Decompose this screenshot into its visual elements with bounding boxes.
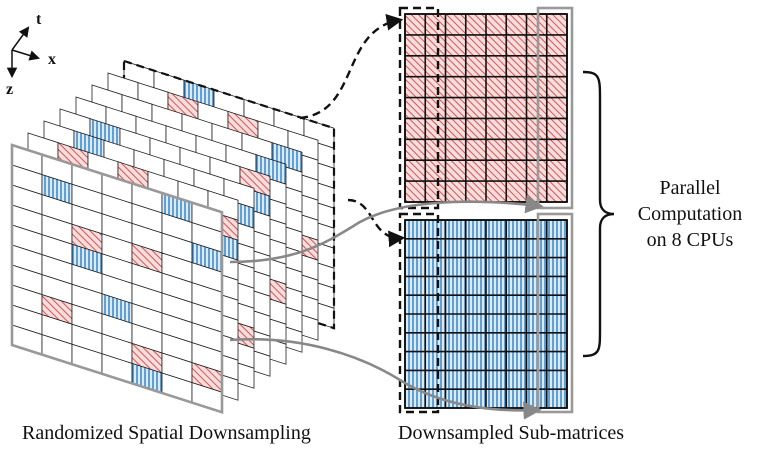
parallel-label-line2: Computation <box>638 203 742 225</box>
axis-label-t: t <box>36 11 42 28</box>
parallel-label-line1: Parallel <box>659 177 721 199</box>
parallel-label-line3: on 8 CPUs <box>647 229 734 251</box>
gray-connector-lower <box>229 338 542 420</box>
frame-stack <box>10 59 336 414</box>
front-frame-outline <box>10 143 224 414</box>
gray-connector-upper <box>229 195 544 264</box>
caption-left: Randomized Spatial Downsampling <box>22 422 311 444</box>
gray-column-box-bottom <box>536 212 574 414</box>
frame-8 <box>10 143 224 414</box>
axis-triad-icon: t x z <box>6 11 56 98</box>
axis-label-x: x <box>48 51 56 68</box>
sub-matrix-red <box>404 13 568 203</box>
dashed-arrow-middle <box>347 198 406 248</box>
dashed-arrow-top <box>299 13 404 120</box>
axis-label-z: z <box>6 81 13 98</box>
dashed-column-box-bottom <box>398 212 440 414</box>
caption-right: Downsampled Sub-matrices <box>398 422 625 444</box>
right-brace-icon <box>582 70 615 358</box>
dashed-column-box-top <box>398 6 440 210</box>
sub-matrix-blue <box>404 219 568 409</box>
gray-column-box-top <box>536 6 574 210</box>
